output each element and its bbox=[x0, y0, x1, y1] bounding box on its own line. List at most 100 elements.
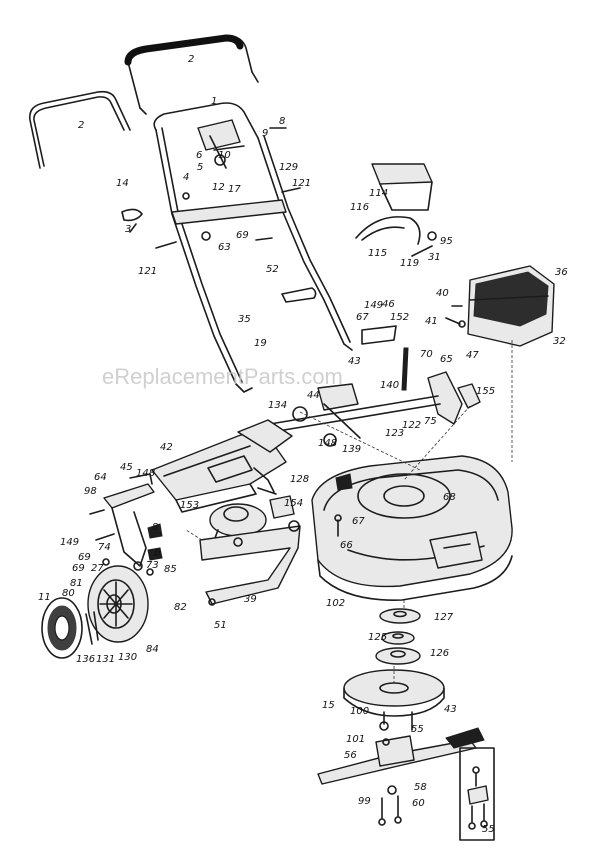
blade-adapter-disc bbox=[343, 666, 445, 717]
front-skid-plate bbox=[199, 520, 301, 606]
part-callout-64: 64 bbox=[94, 472, 107, 483]
part-callout-31: 31 bbox=[428, 252, 441, 263]
part-callout-66: 66 bbox=[340, 540, 353, 551]
part-callout-55: 55 bbox=[411, 724, 424, 735]
part-callout-140: 140 bbox=[380, 380, 399, 391]
part-callout-67: 67 bbox=[356, 312, 369, 323]
part-callout-100: 100 bbox=[350, 706, 369, 717]
part-callout-139: 139 bbox=[342, 444, 361, 455]
part-callout-58: 58 bbox=[414, 782, 427, 793]
part-callout-73: 73 bbox=[146, 560, 159, 571]
part-callout-84: 84 bbox=[146, 644, 159, 655]
part-callout-98: 98 bbox=[84, 486, 97, 497]
part-callout-44: 44 bbox=[307, 390, 320, 401]
part-callout-125: 125 bbox=[368, 632, 387, 643]
part-callout-101: 101 bbox=[346, 734, 365, 745]
part-callout-63: 63 bbox=[218, 242, 231, 253]
part-callout-128: 128 bbox=[290, 474, 309, 485]
part-callout-155: 155 bbox=[476, 386, 495, 397]
part-callout-11: 11 bbox=[38, 592, 51, 603]
part-callout-119: 119 bbox=[400, 258, 419, 269]
mower-blade bbox=[317, 711, 485, 826]
part-callout-4: 4 bbox=[183, 172, 189, 183]
part-callout-36: 36 bbox=[555, 267, 568, 278]
upper-handle bbox=[124, 34, 259, 115]
part-callout-122: 122 bbox=[402, 420, 421, 431]
part-callout-65: 65 bbox=[440, 354, 453, 365]
part-callout-121: 121 bbox=[292, 178, 311, 189]
part-callout-55: 55 bbox=[482, 824, 495, 835]
part-callout-152: 152 bbox=[390, 312, 409, 323]
part-callout-39: 39 bbox=[244, 594, 257, 605]
part-callout-130: 130 bbox=[118, 652, 137, 663]
part-callout-75: 75 bbox=[424, 416, 437, 427]
part-callout-40: 40 bbox=[436, 288, 449, 299]
part-callout-69: 69 bbox=[72, 563, 85, 574]
part-callout-35: 35 bbox=[238, 314, 251, 325]
part-callout-136: 136 bbox=[76, 654, 95, 665]
assembly-leaders bbox=[185, 340, 513, 612]
part-callout-5: 5 bbox=[197, 162, 203, 173]
part-callout-69: 69 bbox=[78, 552, 91, 563]
part-callout-68: 68 bbox=[443, 492, 456, 503]
part-callout-129: 129 bbox=[279, 162, 298, 173]
part-callout-114: 114 bbox=[369, 188, 388, 199]
part-callout-2: 2 bbox=[188, 54, 194, 65]
part-callout-12: 12 bbox=[212, 182, 225, 193]
part-callout-116: 116 bbox=[350, 202, 369, 213]
part-callout-60: 60 bbox=[412, 798, 425, 809]
engine bbox=[445, 265, 555, 347]
front-axle-bracket bbox=[89, 473, 163, 576]
part-callout-41: 41 bbox=[425, 316, 438, 327]
blade-stack bbox=[375, 608, 421, 665]
part-callout-149: 149 bbox=[364, 300, 383, 311]
part-callout-70: 70 bbox=[420, 349, 433, 360]
part-callout-19: 19 bbox=[254, 338, 267, 349]
part-callout-134: 134 bbox=[268, 400, 287, 411]
part-callout-8: 8 bbox=[279, 116, 285, 127]
part-callout-149: 149 bbox=[60, 537, 79, 548]
side-handle-loop bbox=[28, 90, 131, 169]
part-callout-115: 115 bbox=[368, 248, 387, 259]
part-callout-52: 52 bbox=[266, 264, 279, 275]
part-callout-148: 148 bbox=[136, 468, 155, 479]
part-callout-67: 67 bbox=[352, 516, 365, 527]
height-adjuster-rear bbox=[361, 325, 481, 425]
part-callout-47: 47 bbox=[466, 350, 479, 361]
part-callout-131: 131 bbox=[96, 654, 115, 665]
part-callout-43: 43 bbox=[444, 704, 457, 715]
part-callout-154: 154 bbox=[284, 498, 303, 509]
part-callout-10: 10 bbox=[218, 150, 231, 161]
part-callout-74: 74 bbox=[98, 542, 111, 553]
part-callout-32: 32 bbox=[553, 336, 566, 347]
part-callout-123: 123 bbox=[385, 428, 404, 439]
part-callout-14: 14 bbox=[116, 178, 129, 189]
part-callout-69: 69 bbox=[236, 230, 249, 241]
handle-hardware bbox=[121, 127, 317, 303]
part-callout-80: 80 bbox=[62, 588, 75, 599]
part-callout-46: 46 bbox=[382, 299, 395, 310]
part-callout-45: 45 bbox=[120, 462, 133, 473]
part-callout-95: 95 bbox=[440, 236, 453, 247]
part-callout-27: 27 bbox=[91, 563, 104, 574]
part-callout-56: 56 bbox=[344, 750, 357, 761]
part-callout-82: 82 bbox=[174, 602, 187, 613]
rear-axle bbox=[269, 383, 441, 447]
watermark: eReplacementParts.com bbox=[102, 364, 343, 389]
part-callout-6: 6 bbox=[196, 150, 202, 161]
part-callout-1: 1 bbox=[211, 96, 217, 107]
mower-deck bbox=[311, 455, 513, 601]
part-callout-17: 17 bbox=[228, 184, 241, 195]
part-callout-127: 127 bbox=[434, 612, 454, 623]
front-wheel bbox=[41, 565, 149, 659]
part-callout-43: 43 bbox=[348, 356, 361, 367]
part-callout-85: 85 bbox=[164, 564, 177, 575]
part-callout-8: 8 bbox=[152, 522, 158, 533]
part-callout-102: 102 bbox=[326, 598, 345, 609]
inset-blade-adapter bbox=[459, 747, 495, 841]
part-callout-3: 3 bbox=[125, 224, 131, 235]
part-callout-51: 51 bbox=[214, 620, 227, 631]
part-callout-42: 42 bbox=[160, 442, 173, 453]
chute-door bbox=[355, 163, 437, 257]
